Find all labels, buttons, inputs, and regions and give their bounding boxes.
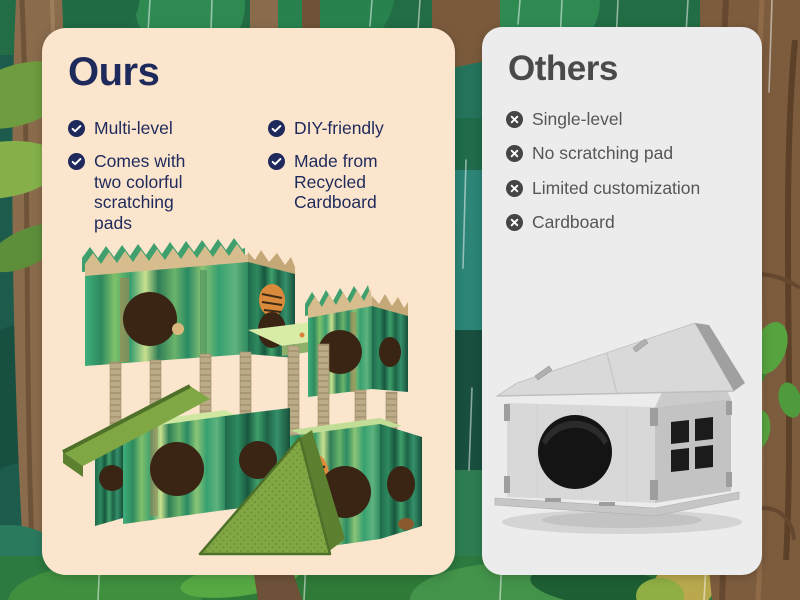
check-icon bbox=[268, 120, 285, 137]
feature-label: Multi-level bbox=[94, 118, 173, 138]
ours-title: Ours bbox=[68, 50, 160, 94]
drawback-item: Single-level bbox=[506, 109, 742, 129]
drawback-item: No scratching pad bbox=[506, 143, 742, 163]
others-product-image bbox=[494, 322, 745, 534]
feature-item: DIY-friendly bbox=[268, 118, 428, 138]
feature-item: Multi-level bbox=[68, 118, 254, 138]
drawback-label: Limited customization bbox=[532, 177, 701, 198]
drawback-label: Single-level bbox=[532, 109, 623, 129]
drawback-item: Limited customization bbox=[506, 178, 742, 198]
drawback-item: Cardboard bbox=[506, 212, 742, 232]
drawback-label: Cardboard bbox=[532, 212, 615, 233]
ours-feature-list: Multi-level Comes with two colorful scra… bbox=[68, 118, 428, 233]
check-icon bbox=[68, 153, 85, 171]
feature-item: Made from Recycled Cardboard bbox=[268, 151, 428, 212]
others-panel: Others Single-level No scratching pad Li… bbox=[482, 27, 762, 575]
feature-label: Made from Recycled Cardboard bbox=[294, 151, 378, 213]
ours-product-image bbox=[62, 238, 422, 556]
drawback-label: No scratching pad bbox=[532, 143, 674, 164]
x-icon bbox=[506, 179, 523, 197]
check-icon bbox=[68, 120, 85, 137]
x-icon bbox=[506, 111, 523, 128]
x-icon bbox=[506, 214, 523, 232]
feature-item: Comes with two colorful scratching pads bbox=[68, 151, 254, 233]
feature-label: DIY-friendly bbox=[294, 118, 384, 138]
check-icon bbox=[268, 153, 285, 171]
feature-label: Comes with two colorful scratching pads bbox=[94, 151, 186, 233]
x-icon bbox=[506, 145, 523, 163]
others-drawback-list: Single-level No scratching pad Limited c… bbox=[506, 109, 742, 233]
ours-panel: Ours Multi-level Comes with two colorful… bbox=[42, 28, 455, 575]
others-title: Others bbox=[508, 49, 618, 88]
